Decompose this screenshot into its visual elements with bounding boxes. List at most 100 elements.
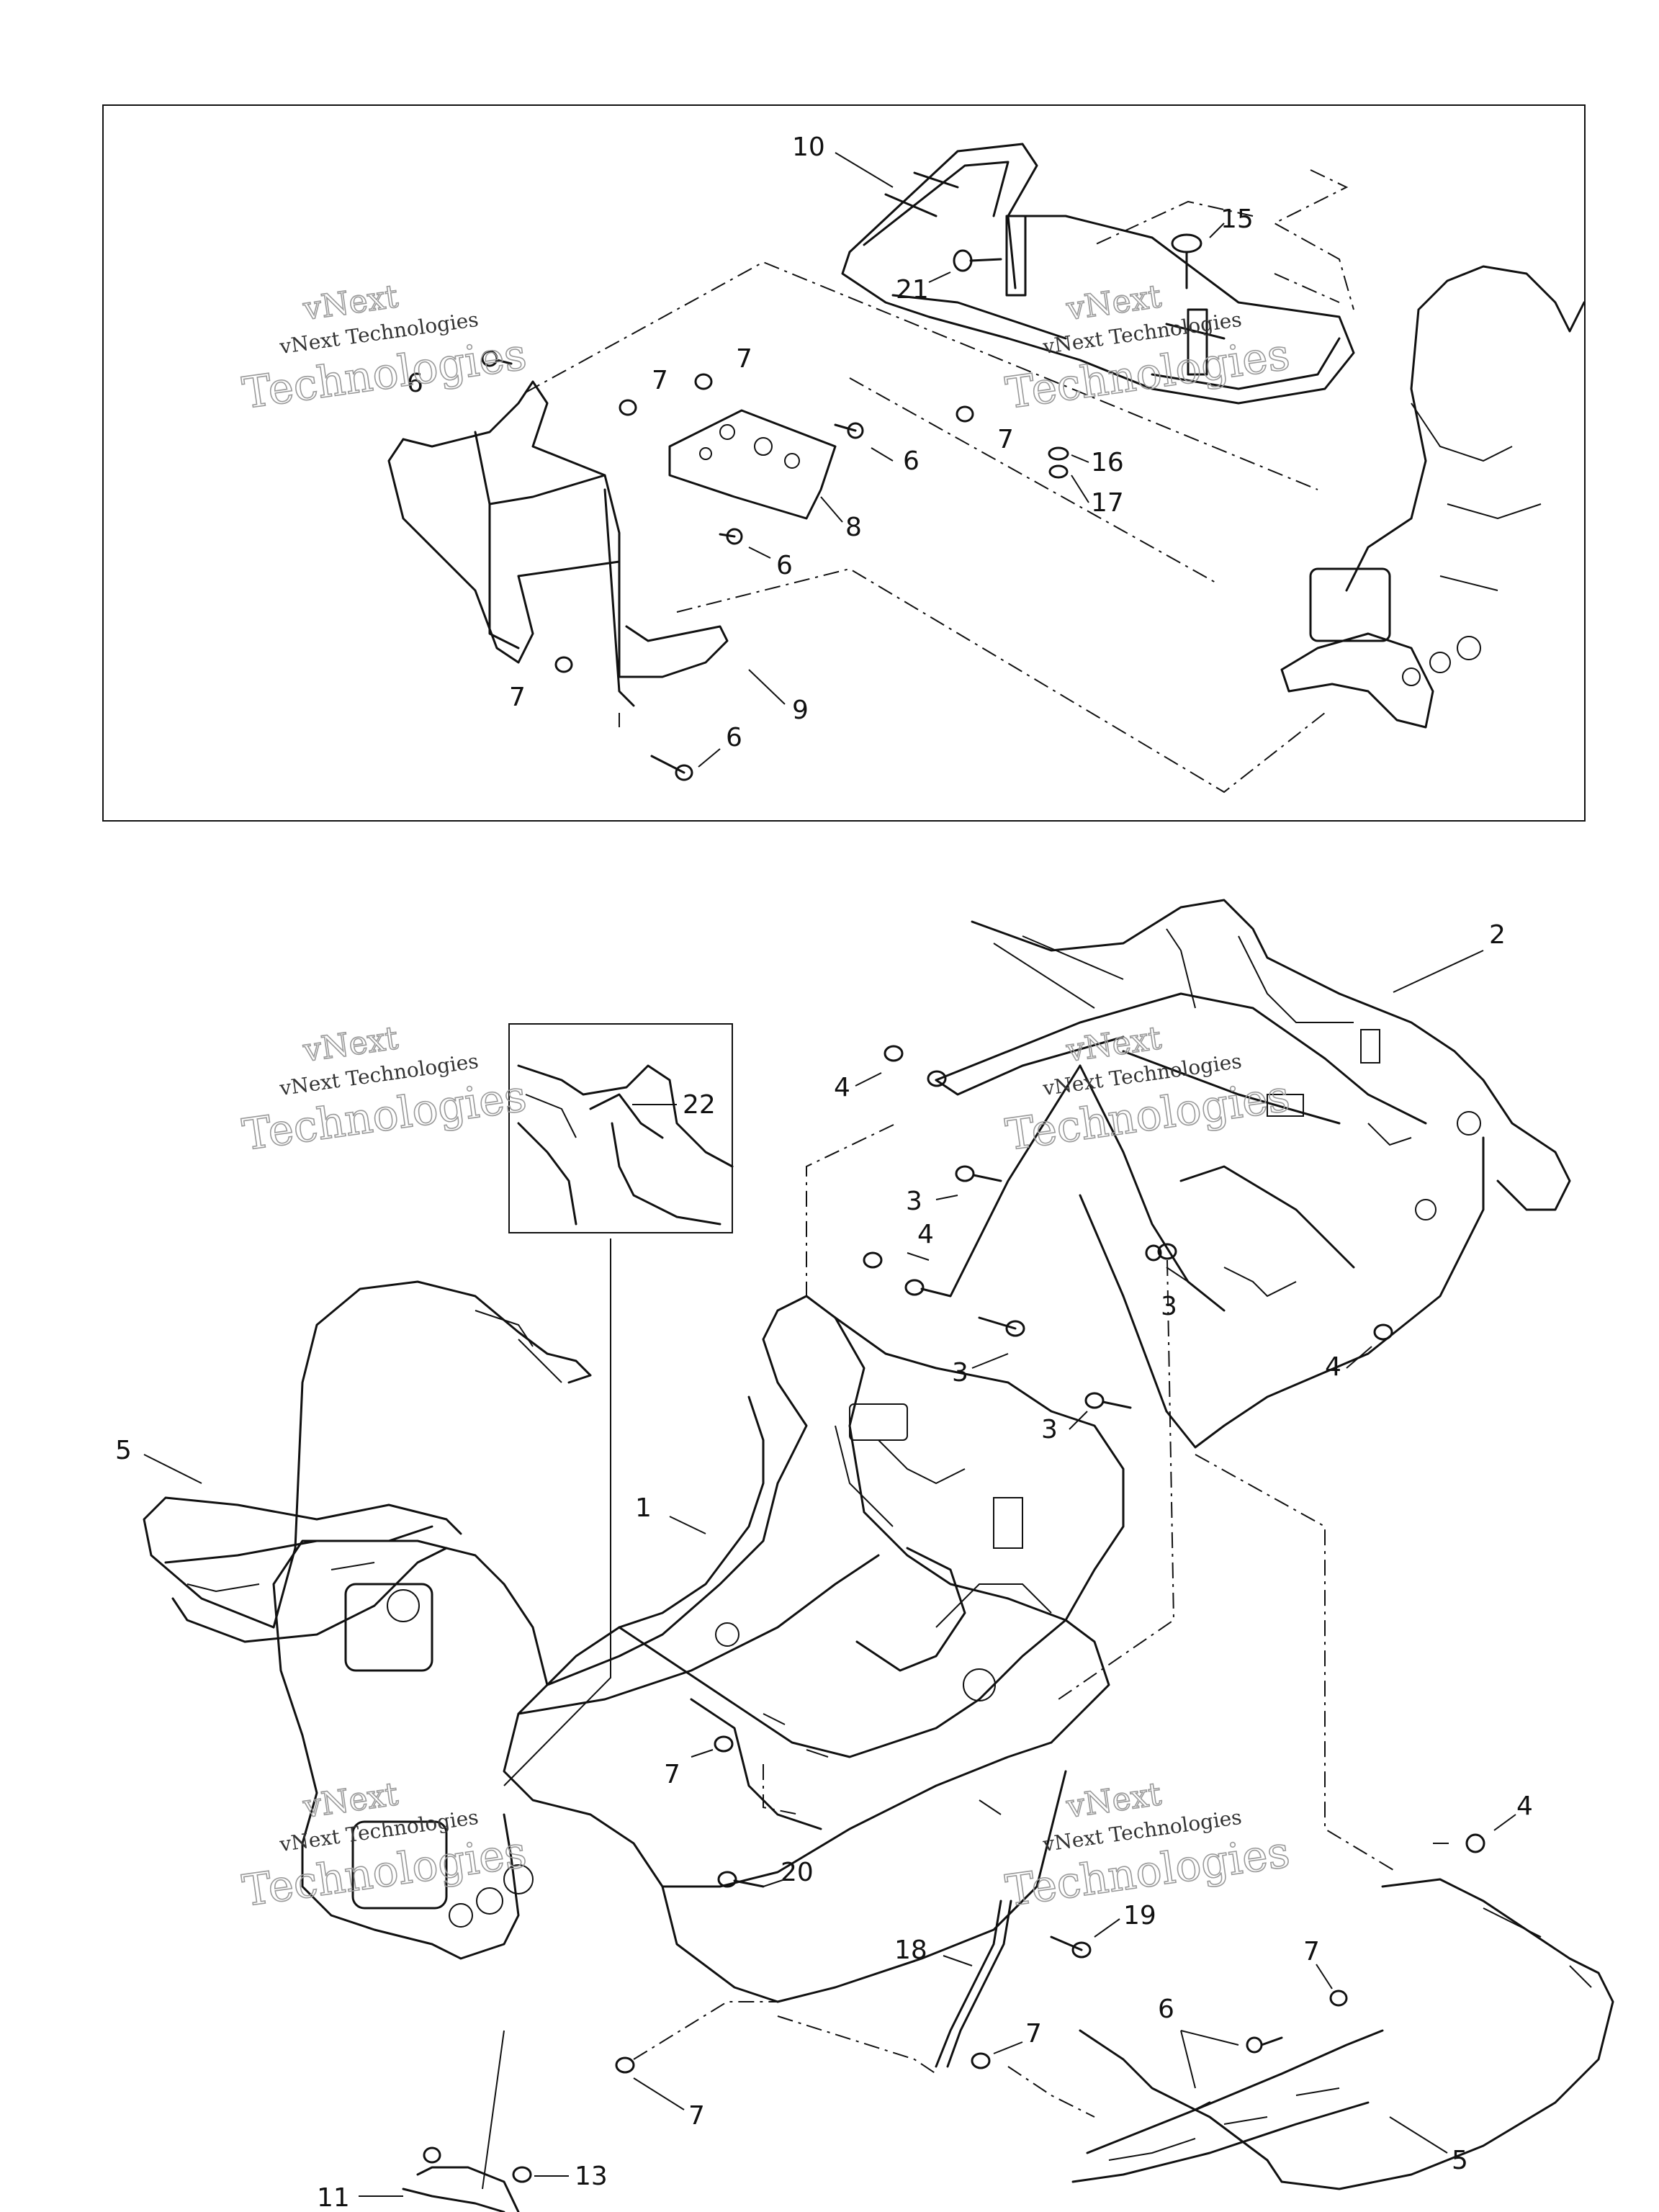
leader-8 [820,496,843,523]
leader-3-c [971,1353,1009,1369]
leader-6-c [698,748,721,768]
assembly-line-bottom-3 [1195,1454,1398,1873]
leader-3-a [935,1195,958,1200]
watermark-3: vNext vNext Technologies Technologies [239,1019,531,1161]
leader-7-f [993,2041,1023,2054]
callout-13: 13 [575,2162,608,2191]
assembly-line-bottom-2 [1058,1259,1175,1700]
leader-10 [835,152,894,188]
callout-16: 16 [1091,448,1124,477]
watermark-2: vNext vNext Technologies Technologies [1002,277,1294,419]
leader-2 [1393,950,1484,993]
callout-21: 21 [896,275,929,305]
strut-18-drawing-b [946,1899,1012,2068]
watermark-5: vNext vNext Technologies Technologies [239,1775,531,1917]
watermark-6: vNext vNext Technologies Technologies [1002,1775,1294,1917]
leader-7-g [633,2077,685,2110]
frame-section-top-drawing [1280,265,1586,729]
callout-8: 8 [845,513,862,542]
callout-7-e: 7 [664,1760,680,1789]
rear-subframe-drawing [920,899,1571,1449]
leader-6-e [1180,2030,1239,2089]
callout-10: 10 [792,132,825,162]
leader-6-a [871,447,894,462]
callout-22: 22 [683,1090,716,1120]
callout-6-a: 6 [407,369,423,398]
leader-5-right [1389,2116,1448,2154]
callout-1: 1 [635,1493,652,1523]
leader-5-left [143,1454,202,1484]
leader-4-d [1493,1814,1516,1831]
front-bumper-drawing [387,380,729,707]
leader-frame-arrow [482,2030,505,2190]
leader-7-e [691,1749,714,1758]
callout-7-b: 7 [652,366,668,395]
hardware-top [481,233,1202,781]
leader-22-down [503,1238,611,1786]
front-bumper-5-left-drawing [143,1280,592,1643]
bracket-8-drawing [668,409,837,520]
top-panel-frame [102,104,1586,822]
rear-rack-drawing [841,143,1355,405]
callout-6-d: 6 [726,723,742,752]
callout-5-right: 5 [1452,2146,1468,2175]
leader-16 [1071,454,1089,463]
callout-7-d: 7 [509,683,526,712]
callout-4-d: 4 [1516,1791,1533,1821]
callout-17: 17 [1091,488,1124,518]
leader-6-b [748,547,771,559]
callout-7-c: 7 [997,425,1014,454]
leader-4-b [907,1252,930,1261]
detail-box-22 [508,1023,734,1233]
leader-18 [943,1955,973,1966]
callout-9: 9 [792,696,809,725]
callout-3-a: 3 [906,1187,922,1216]
callout-18: 18 [894,1936,927,1965]
callout-7-h: 7 [1303,1937,1320,1966]
callout-3-c: 3 [952,1358,968,1388]
main-frame-drawing [272,1295,1125,2003]
leader-17 [1071,475,1089,503]
leader-1 [669,1516,706,1534]
callout-3-d: 3 [1041,1415,1058,1444]
callout-15: 15 [1220,204,1254,234]
hardware-bottom [423,1045,1485,2183]
assembly-line-bottom-1 [806,1124,894,1296]
callout-7-f: 7 [1025,2019,1042,2049]
leader-15 [1209,222,1225,238]
callout-19: 19 [1123,1901,1156,1930]
assembly-line-top-7 [1274,273,1340,303]
assembly-line-top-5 [676,567,1326,793]
callout-4-a: 4 [834,1073,850,1102]
assembly-line-top-4 [1094,200,1254,246]
callout-7-g: 7 [688,2101,705,2131]
leader-21 [928,271,951,283]
callout-6-c: 6 [776,551,793,580]
callout-3-b: 3 [1161,1292,1177,1321]
callout-11: 11 [317,2183,350,2212]
leader-4-a [855,1072,882,1087]
leader-3-b [1166,1267,1189,1282]
callout-6-e: 6 [1158,1995,1174,2024]
leader-3-d [1069,1411,1088,1430]
assembly-line-bottom-5 [777,2015,937,2074]
strut-18-drawing [935,1899,1002,2068]
assembly-line-bottom-6 [1007,2066,1095,2118]
leader-9 [748,669,786,705]
front-bumper-5-right-drawing [1071,1878,1614,2190]
leader-4-c [1346,1346,1372,1369]
callout-4-c: 4 [1325,1352,1341,1382]
assembly-line-top-1 [525,261,1318,490]
callout-6-b: 6 [903,446,920,476]
skid-plate-11-drawing [402,2166,520,2212]
callout-20: 20 [781,1858,814,1887]
assembly-line-bottom-7 [633,2001,778,2060]
callout-2: 2 [1489,920,1506,950]
assembly-line-top-3 [1272,169,1354,310]
leader-19 [1094,1918,1120,1938]
leader-7-h [1316,1964,1333,1990]
assembly-line-bottom-8 [763,1764,800,1815]
leader-20 [763,1879,786,1887]
callout-4-b: 4 [917,1220,934,1249]
